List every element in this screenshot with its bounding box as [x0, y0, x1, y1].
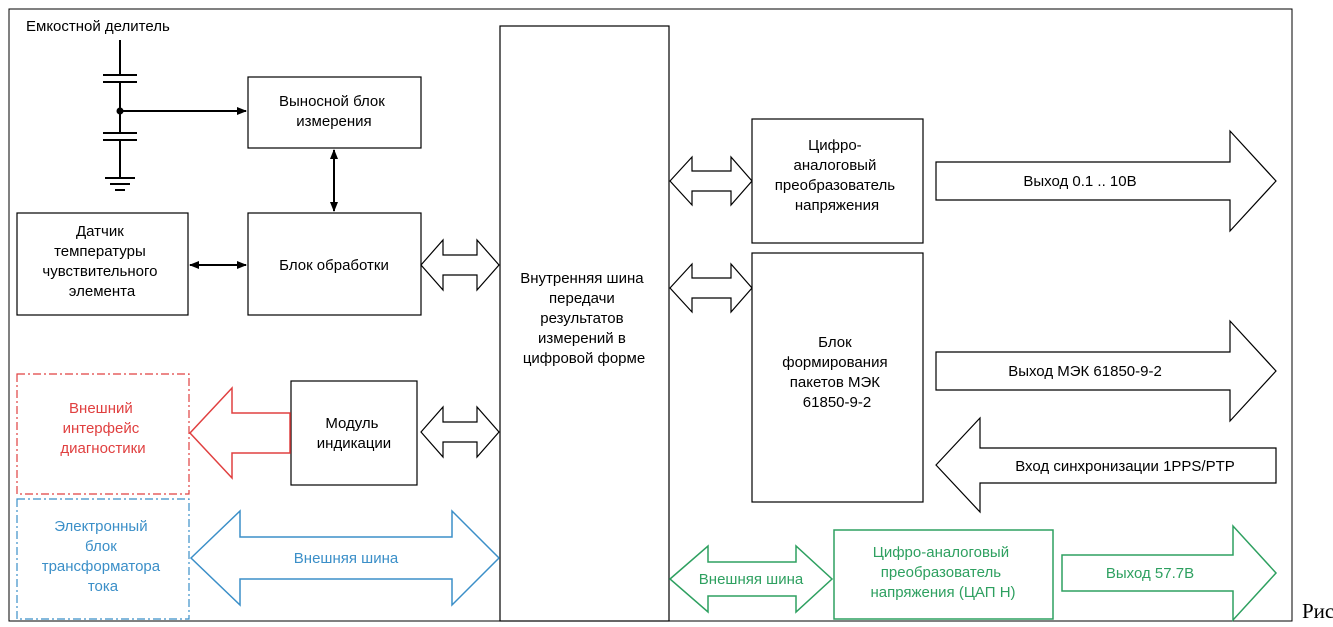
- ext-bus-blue-label: Внешняя шина: [294, 550, 399, 567]
- internal-bus-label: Внутренняя шина передачи результатов изм…: [520, 270, 648, 367]
- ext-bus-green-label: Внешняя шина: [699, 571, 804, 588]
- temp-sensor-label: Датчик температуры чувствительного элеме…: [42, 223, 161, 300]
- processing-unit-label: Блок обработки: [279, 257, 389, 274]
- dac-h-label: Цифро-аналоговый преобразователь напряже…: [870, 544, 1015, 601]
- packet-unit-label: Блок формирования пакетов МЭК 61850-9-2: [782, 334, 892, 411]
- dac-h-box: [833, 529, 1054, 620]
- dac-voltage-label: Цифро- аналоговый преобразователь напряж…: [775, 137, 899, 214]
- temp-sensor-box: [16, 212, 189, 316]
- packet-unit-box: [751, 252, 924, 503]
- ext-diag-arrow: [188, 386, 291, 480]
- electronic-ct-box: [16, 498, 190, 620]
- out-57-arrow: [1061, 524, 1278, 622]
- ext-diag-box: [16, 373, 190, 495]
- out-iec-arrow: [935, 319, 1277, 423]
- out-voltage-label: Выход 0.1 .. 10В: [1023, 173, 1136, 190]
- out-57-label: Выход 57.7В: [1106, 565, 1194, 582]
- indication-module-label: Модуль индикации: [317, 415, 391, 452]
- indication-bus-hollow-arrow: [420, 405, 500, 459]
- internal-bus-box: [499, 25, 670, 622]
- in-sync-arrow: [935, 416, 1277, 514]
- ext-diag-label: Внешний интерфейс диагностики: [60, 400, 145, 457]
- out-voltage-arrow: [935, 129, 1277, 233]
- processing-bus-hollow-arrow: [420, 238, 500, 292]
- ext-bus-green-arrow: [668, 544, 834, 614]
- out-iec-label: Выход МЭК 61850-9-2: [1008, 363, 1162, 380]
- indication-module-box: [290, 380, 418, 486]
- remote-unit-label: Выносной блок измерения: [279, 93, 389, 130]
- dac-voltage-box: [751, 118, 924, 244]
- capacitive-divider-label: Емкостной делитель: [26, 18, 170, 35]
- electronic-ct-label: Электронный блок трансформатора тока: [42, 518, 165, 595]
- in-sync-label: Вход синхронизации 1PPS/PTP: [1015, 458, 1235, 475]
- block-diagram: Емкостной делитель Выносной блок измерен…: [8, 8, 1293, 622]
- capacitor-symbol: [103, 40, 137, 191]
- remote-unit-box: [247, 76, 422, 149]
- processing-unit-box: [247, 212, 422, 316]
- caption-fragment: Рис: [1302, 599, 1333, 623]
- ext-bus-blue-arrow: [189, 509, 501, 607]
